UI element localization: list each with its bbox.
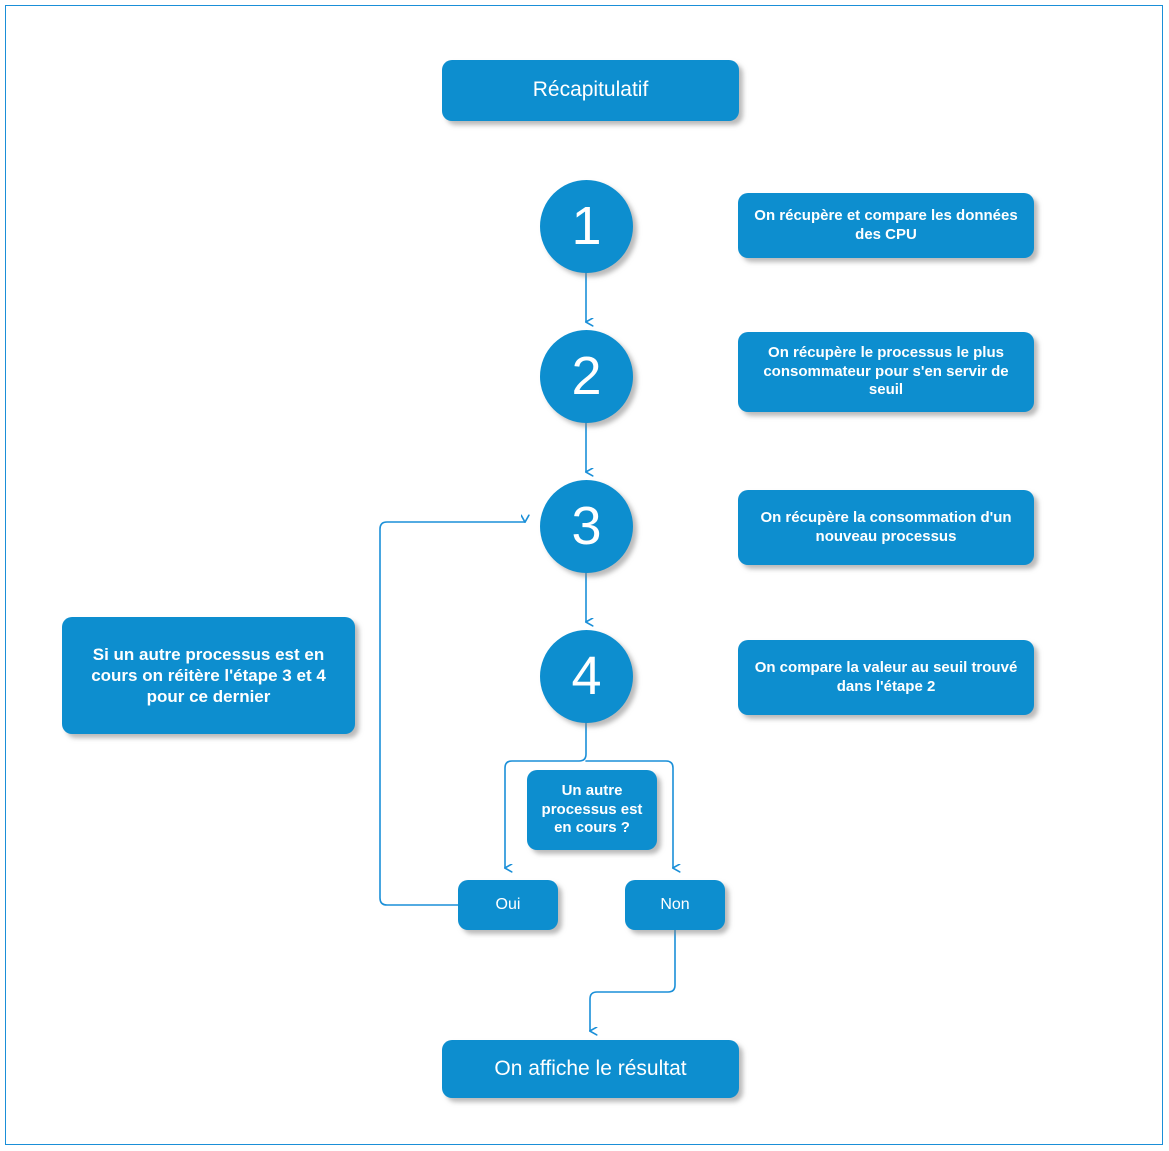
- step-note-2: On récupère le processus le plus consomm…: [738, 332, 1034, 412]
- step-note-3: On récupère la consommation d'un nouveau…: [738, 490, 1034, 565]
- decision-box: Un autre processus est en cours ?: [527, 770, 657, 850]
- branch-box-oui: Oui: [458, 880, 558, 930]
- loop-note-box: Si un autre processus est en cours on ré…: [62, 617, 355, 734]
- branch-box-non: Non: [625, 880, 725, 930]
- edge-step4-split: [505, 722, 587, 868]
- step-circle-2: 2: [540, 330, 633, 423]
- step-note-1: On récupère et compare les données des C…: [738, 193, 1034, 258]
- edge-non-result: [590, 929, 676, 1031]
- step-note-4: On compare la valeur au seuil trouvé dan…: [738, 640, 1034, 715]
- title-box: Récapitulatif: [442, 60, 739, 121]
- step-circle-4: 4: [540, 630, 633, 723]
- edge-step4-split-right: [585, 760, 673, 868]
- edge-oui-step3: [379, 522, 525, 906]
- step-circle-3: 3: [540, 480, 633, 573]
- result-box: On affiche le résultat: [442, 1040, 739, 1098]
- step-circle-1: 1: [540, 180, 633, 273]
